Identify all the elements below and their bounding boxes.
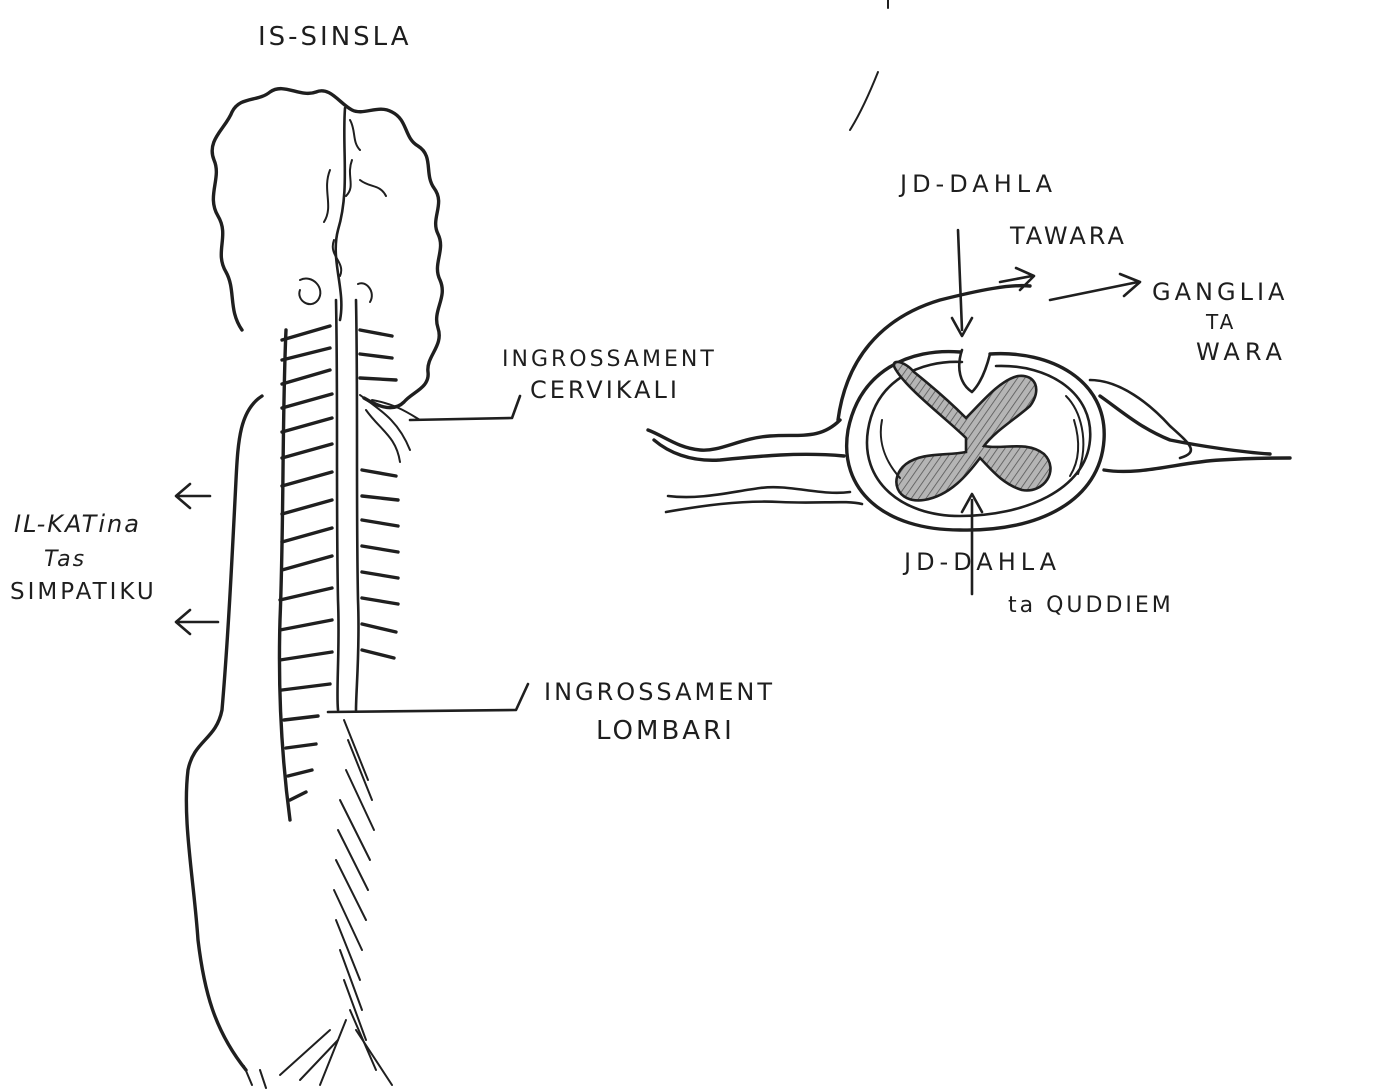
ventral-root-label-line2: ta QUDDIEM [1008, 594, 1174, 617]
cervical-enlargement-label-line2: CERVIKALI [530, 378, 680, 403]
sympathetic-chain-label-line2: Tas [44, 548, 86, 571]
dorsal-root-label: JD-DAHLA [900, 172, 1057, 197]
spinal-column-drawing [279, 300, 420, 1085]
lumbar-enlargement-label-line2: LOMBARI [596, 718, 735, 745]
sympathetic-chain-label-line3: SIMPATIKU [10, 580, 157, 604]
dorsal-root-label-line2: TAWARA [1010, 224, 1127, 249]
dorsal-root-ganglia-label-line2: TA [1206, 312, 1236, 333]
lumbar-enlargement-label: INGROSSAMENT [544, 680, 775, 705]
ventral-root-label: JD-DAHLA [904, 550, 1061, 575]
brain-drawing [212, 89, 442, 408]
sympathetic-chain-label: IL-KATina [14, 512, 141, 537]
brain-label: IS-SINSLA [258, 24, 412, 51]
sympathetic-chain-drawing [186, 396, 266, 1088]
dorsal-root-ganglia-label-line3: WARA [1196, 340, 1287, 365]
cervical-enlargement-label: INGROSSAMENT [502, 348, 717, 371]
dorsal-root-ganglia-label: GANGLIA [1152, 280, 1288, 305]
